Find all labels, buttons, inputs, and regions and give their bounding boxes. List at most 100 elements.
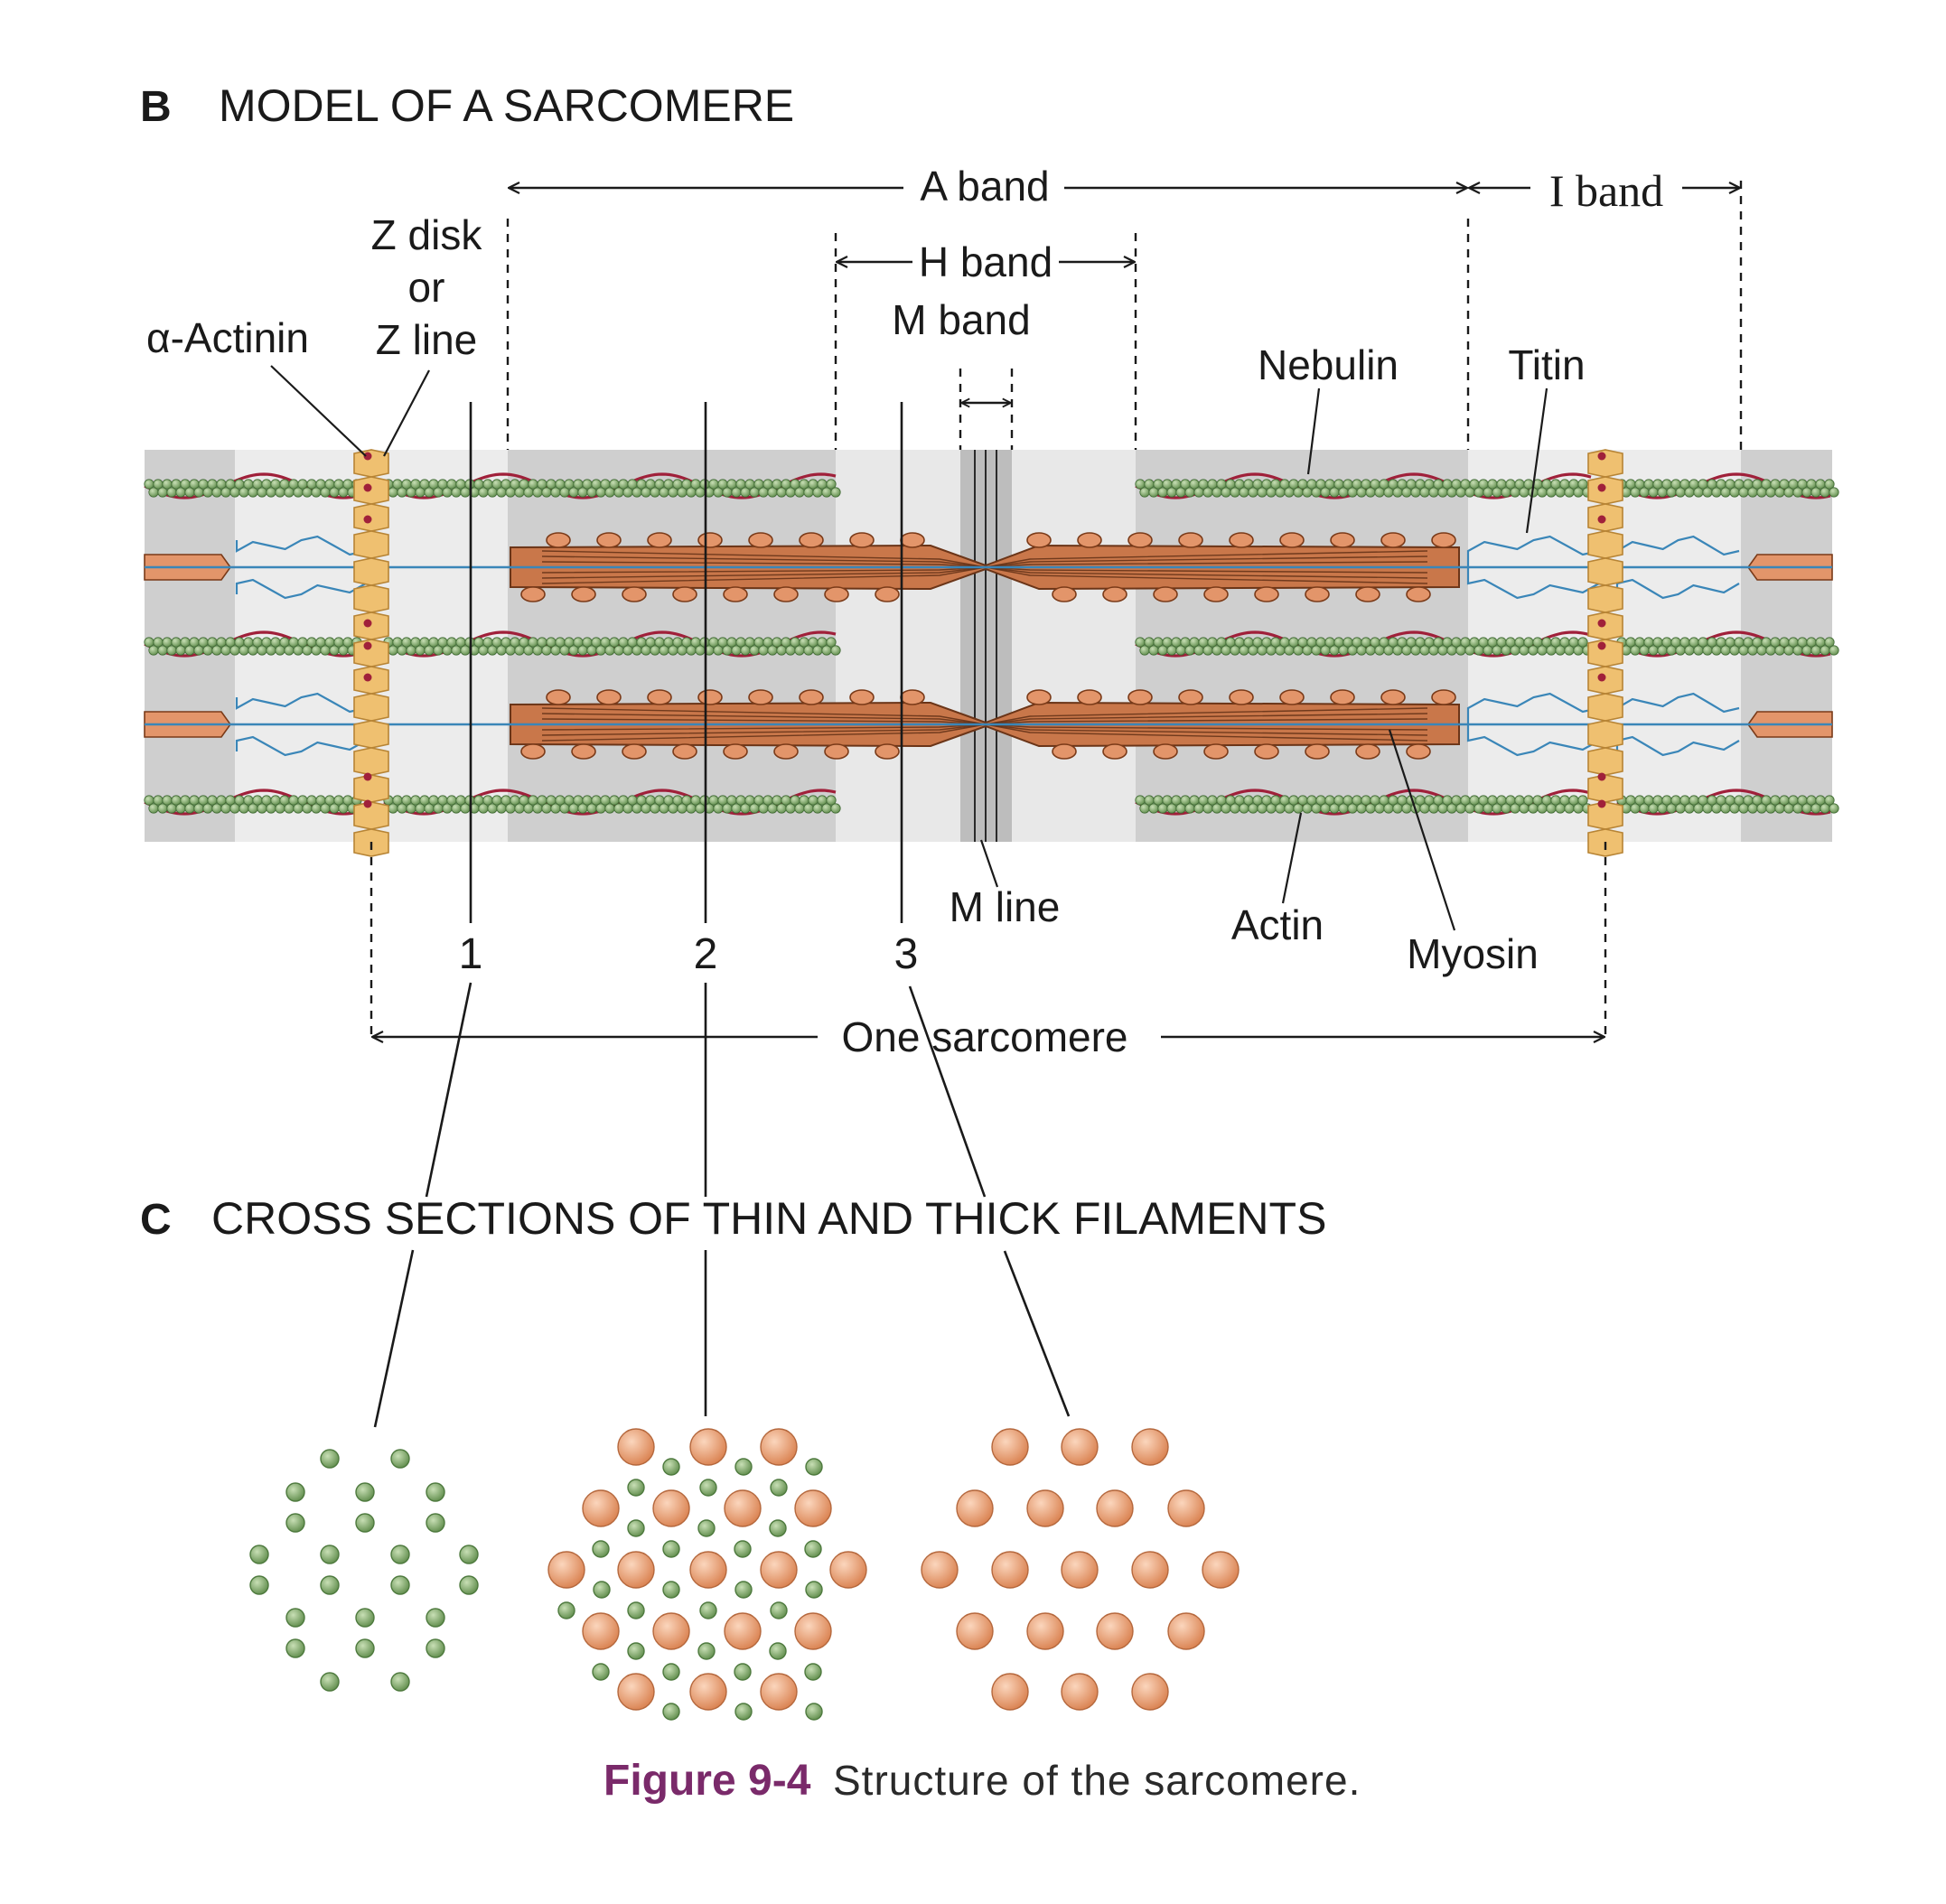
actin-cross-section <box>805 1458 823 1476</box>
titin-spring <box>235 692 367 714</box>
myosin-head <box>1229 532 1254 548</box>
actin-cross-section <box>390 1449 410 1469</box>
actin-cross-section <box>734 1703 753 1721</box>
sarcomere-model <box>144 449 1839 857</box>
actin-monomer <box>1829 645 1839 656</box>
band-boundaries <box>370 181 1743 1039</box>
myosin-head <box>849 689 875 705</box>
z-disk-segment <box>353 747 389 776</box>
alpha-actinin-label: α-Actinin <box>146 314 309 361</box>
z-disk <box>353 449 389 857</box>
myosin-cross-section <box>1061 1673 1099 1711</box>
myosin-head <box>799 689 824 705</box>
myosin-head <box>824 586 849 602</box>
actin-monomer <box>826 637 837 648</box>
myosin-cross-section <box>1061 1428 1099 1466</box>
myosin-head <box>546 689 571 705</box>
actin-monomer <box>826 479 837 490</box>
actin-cross-section <box>662 1581 680 1599</box>
cross-section-overlap <box>547 1428 867 1721</box>
actin-monomer <box>1577 637 1588 648</box>
z-disk-segment <box>353 639 389 667</box>
actin-cross-section <box>459 1575 479 1595</box>
myosin-head <box>723 743 748 760</box>
cross-section-thin-filaments <box>249 1449 479 1692</box>
myosin-cross-section <box>1026 1489 1064 1527</box>
myosin-cross-section <box>991 1673 1029 1711</box>
actin-cross-section <box>285 1482 305 1502</box>
myosin-head <box>1203 743 1229 760</box>
actin-cross-section <box>662 1540 680 1558</box>
actin-monomer <box>830 803 841 814</box>
myosin-cross-section <box>991 1551 1029 1589</box>
actin-cross-section <box>355 1608 375 1628</box>
alpha-actinin-dot <box>1597 515 1606 524</box>
myosin-cross-section <box>760 1551 798 1589</box>
z-disk-segment <box>353 530 389 559</box>
z-disk-label-line3: Z line <box>376 316 477 363</box>
actin-cross-section <box>355 1513 375 1533</box>
myosin-head <box>1229 689 1254 705</box>
myosin-cross-section <box>617 1673 655 1711</box>
myosin-head <box>647 532 672 548</box>
thin-filament-row <box>144 630 1839 658</box>
myosin-head <box>900 689 925 705</box>
myosin-cross-section <box>921 1551 959 1589</box>
actin-cross-section <box>390 1672 410 1692</box>
actin-cross-section <box>320 1449 340 1469</box>
z-disk-segment <box>1587 476 1623 505</box>
titin-spring <box>1615 735 1740 757</box>
myosin-head <box>1153 586 1178 602</box>
i-band-label: I band <box>1549 165 1663 216</box>
z-disk-segment <box>1587 611 1623 640</box>
myosin-head <box>875 743 900 760</box>
section-number-1: 1 <box>459 930 483 978</box>
myosin-cross-section <box>956 1489 994 1527</box>
z-disk-label-line1: Z disk <box>371 211 483 258</box>
myosin-cross-section <box>760 1673 798 1711</box>
alpha-actinin-dot <box>1597 673 1606 682</box>
myosin-head <box>773 586 799 602</box>
myosin-head <box>1330 689 1355 705</box>
actin-cross-section <box>734 1581 753 1599</box>
myosin-head <box>1355 743 1380 760</box>
z-disk-segment <box>1587 449 1623 478</box>
myosin-cross-section <box>1202 1551 1240 1589</box>
myosin-cross-section <box>1131 1673 1169 1711</box>
z-disk-segment <box>1587 693 1623 722</box>
myosin-cross-section <box>1131 1551 1169 1589</box>
z-disk-segment <box>1587 720 1623 749</box>
z-disk-segment <box>1587 774 1623 803</box>
actin-monomer <box>826 795 837 806</box>
actin-cross-section <box>355 1482 375 1502</box>
myosin-head <box>672 586 697 602</box>
z-disk-segment <box>353 720 389 749</box>
titin-label: Titin <box>1508 341 1585 388</box>
alpha-actinin-dot <box>1597 641 1606 650</box>
myosin-head <box>1431 689 1456 705</box>
z-disk-segment <box>353 693 389 722</box>
titin-spring <box>1615 692 1740 714</box>
myosin-head <box>697 532 723 548</box>
myosin-cross-section <box>1167 1612 1205 1650</box>
actin-cross-section <box>734 1458 753 1476</box>
myosin-cross-section <box>689 1428 727 1466</box>
section-c-title: CROSS SECTIONS OF THIN AND THICK FILAMEN… <box>211 1193 1326 1244</box>
z-disk-segment <box>353 584 389 613</box>
myosin-head <box>1153 743 1178 760</box>
m-line-label: M line <box>950 883 1061 930</box>
actin-cross-section <box>593 1581 611 1599</box>
myosin-head <box>1279 532 1305 548</box>
myosin-head <box>1127 689 1153 705</box>
myosin-head <box>1203 586 1229 602</box>
cross-section-thick-filaments <box>921 1428 1240 1711</box>
titin-spring <box>235 578 367 600</box>
myosin-head <box>546 532 571 548</box>
actin-cross-section <box>249 1575 269 1595</box>
myosin-head <box>748 532 773 548</box>
myosin-head <box>1102 586 1127 602</box>
actin-cross-section <box>804 1663 822 1681</box>
z-disk-segment <box>1587 666 1623 695</box>
myosin-head <box>1052 586 1077 602</box>
actin-monomer <box>1824 637 1835 648</box>
